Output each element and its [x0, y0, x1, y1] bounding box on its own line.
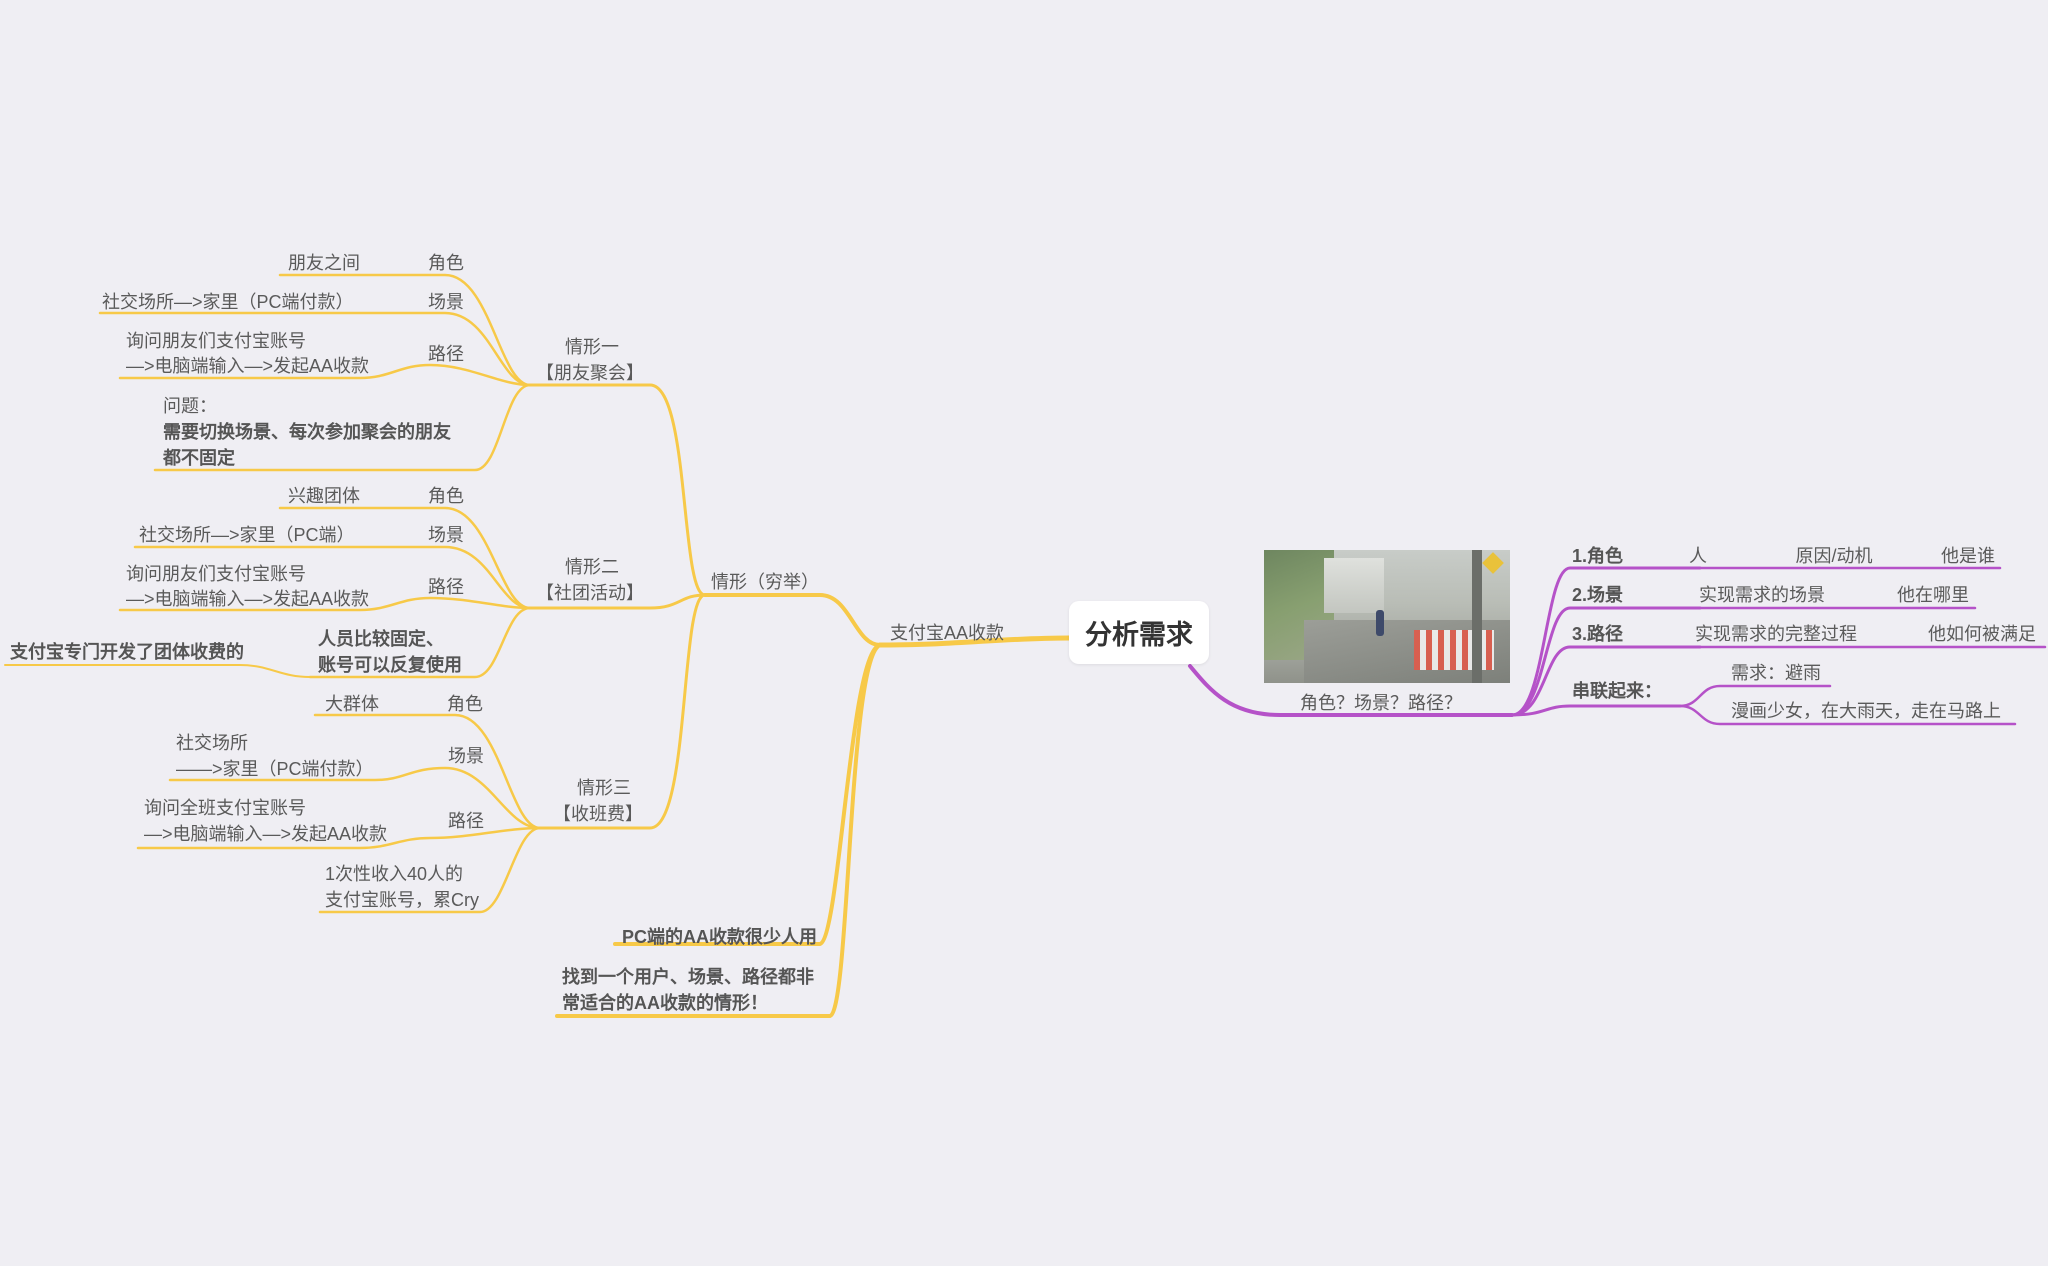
scene-building	[1324, 558, 1384, 613]
case3-scene-value-1: 社交场所	[176, 733, 248, 753]
connector-main-find	[555, 643, 882, 1018]
connector-main-enum	[703, 593, 882, 647]
right-chain-b: 漫画少女，在大雨天，走在马路上	[1731, 701, 2001, 721]
image-caption: 角色？场景？路径？	[1300, 693, 1462, 713]
right-path-b: 他如何被满足	[1928, 624, 2036, 644]
case1-subtitle: 【朋友聚会】	[536, 363, 644, 383]
find-note-1: 找到一个用户、场景、路径都非	[562, 966, 814, 987]
scene-railing	[1414, 630, 1494, 670]
connector-root-main	[877, 635, 1072, 648]
connector-enum-case3	[538, 593, 707, 830]
case2-role-value: 兴趣团体	[288, 486, 360, 506]
case2-scene-value: 社交场所—>家里（PC端）	[139, 525, 355, 545]
case1-issue-2: 需要切换场景、每次参加聚会的朋友	[163, 421, 451, 442]
case2-scene-key: 场景	[428, 525, 464, 545]
case2-role-key: 角色	[428, 486, 464, 506]
right-role-c: 他是谁	[1941, 546, 1995, 566]
scene-sign	[1482, 552, 1504, 574]
right-role-a: 人	[1689, 546, 1707, 566]
pc-note: PC端的AA收款很少人用	[622, 926, 817, 947]
case1-issue-1: 问题：	[163, 396, 217, 416]
case2-title: 情形二	[565, 557, 619, 577]
case2-path-key: 路径	[428, 577, 464, 597]
case3-role-value: 大群体	[325, 694, 379, 714]
case1-role-value: 朋友之间	[288, 253, 360, 273]
case2-subtitle: 【社团活动】	[536, 583, 644, 603]
case2-path-value-2: —>电脑端输入—>发起AA收款	[126, 589, 369, 609]
case1-issue-3: 都不固定	[162, 447, 235, 468]
right-path-a: 实现需求的完整过程	[1695, 624, 1857, 644]
case3-scene-value-2: ——>家里（PC端付款）	[176, 759, 374, 779]
branch-main-label: 支付宝AA收款	[890, 623, 1004, 643]
case3-path-key: 路径	[448, 811, 484, 831]
connector-root-right	[1188, 664, 1514, 717]
root-node[interactable]: 分析需求	[1069, 601, 1209, 664]
scene-girl	[1376, 610, 1384, 636]
right-role-label: 1.角色	[1572, 545, 1623, 566]
right-chain-label: 串联起来：	[1572, 680, 1662, 701]
case3-path-value-1: 询问全班支付宝账号	[144, 798, 306, 818]
case1-scene-value: 社交场所—>家里（PC端付款）	[102, 292, 354, 312]
case1-title: 情形一	[565, 337, 619, 357]
right-role-b: 原因/动机	[1795, 546, 1872, 566]
case1-path-value-1: 询问朋友们支付宝账号	[126, 331, 306, 351]
case3-subtitle: 【收班费】	[553, 804, 643, 824]
find-note-2: 常适合的AA收款的情形！	[562, 992, 768, 1013]
case1-path-value-2: —>电脑端输入—>发起AA收款	[126, 356, 369, 376]
case2-note-1: 人员比较固定、	[318, 628, 444, 649]
connector-main-pcnote	[613, 643, 882, 946]
right-scene-b: 他在哪里	[1897, 585, 1969, 605]
case3-note-1: 1次性收入40人的	[325, 864, 463, 884]
case3-scene-key: 场景	[448, 746, 484, 766]
case3-path-value-2: —>电脑端输入—>发起AA收款	[144, 824, 387, 844]
connector-enum-case2	[528, 593, 707, 610]
right-chain-a: 需求：避雨	[1731, 663, 1821, 683]
right-path-label: 3.路径	[1572, 623, 1623, 644]
right-scene-a: 实现需求的场景	[1699, 585, 1825, 605]
case2-note-sub: 支付宝专门开发了团体收费的	[9, 641, 244, 662]
case1-scene-key: 场景	[428, 292, 464, 312]
case2-path-value-1: 询问朋友们支付宝账号	[126, 564, 306, 584]
right-scene-label: 2.场景	[1572, 585, 1623, 605]
connector-enum-case1	[528, 383, 707, 597]
scene-illustration	[1264, 550, 1510, 683]
case1-role-key: 角色	[428, 253, 464, 273]
branch-enum-label: 情形（穷举）	[711, 572, 819, 592]
case3-note-2: 支付宝账号，累Cry	[325, 890, 479, 910]
scene-pole	[1472, 550, 1482, 683]
case2-note-2: 账号可以反复使用	[318, 654, 462, 675]
case3-role-key: 角色	[447, 694, 483, 714]
case1-path-key: 路径	[428, 344, 464, 364]
case3-title: 情形三	[577, 778, 631, 798]
